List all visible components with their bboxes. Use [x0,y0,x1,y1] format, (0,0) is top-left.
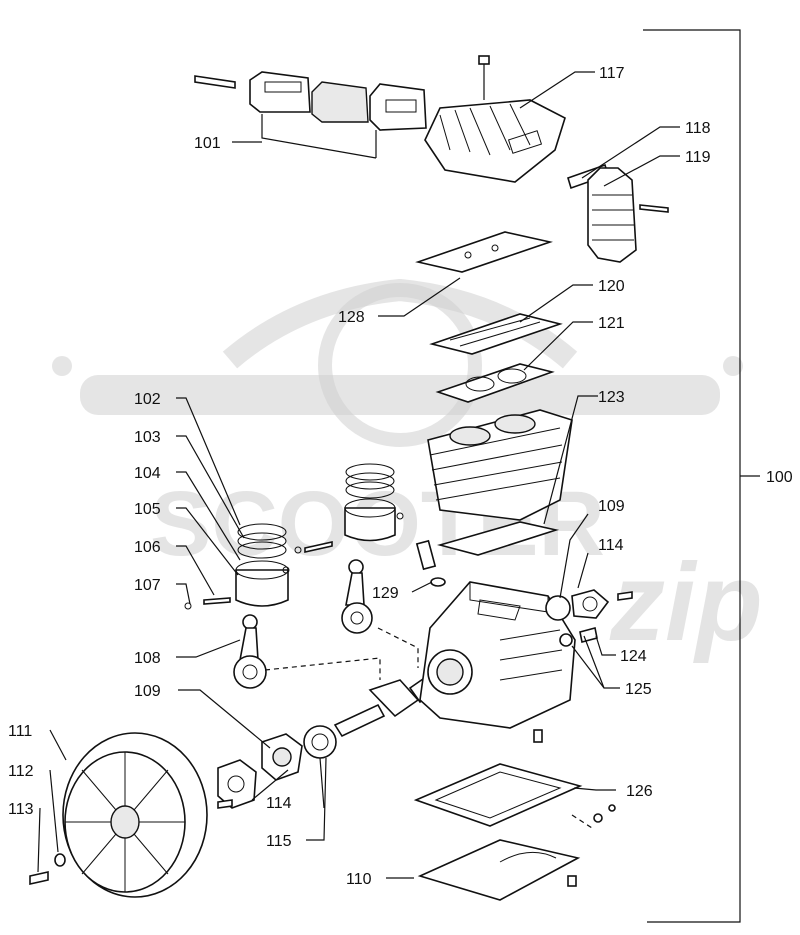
assembly-bracket [643,29,760,923]
air-filter-assembly [194,71,427,159]
callout-119: 119 [685,149,711,166]
callout-114-right: 114 [598,537,624,554]
callout-117: 117 [599,65,625,82]
callout-112: 112 [8,763,34,780]
breather-valve [415,539,446,587]
callout-123: 123 [598,389,625,406]
callout-128: 128 [338,309,365,326]
callout-109-left: 109 [134,683,161,700]
callout-110: 110 [346,871,372,888]
callout-121: 121 [598,315,625,332]
connecting-rod-left [233,614,267,689]
callout-104: 104 [134,465,161,482]
piston-assembly-left [184,523,290,610]
callout-111: 111 [8,723,32,740]
bearing-assembly-right [545,589,633,647]
leader-lines [37,71,680,879]
callout-124: 124 [620,648,647,665]
callout-101: 101 [194,135,221,152]
callout-129: 129 [372,585,399,602]
crankcase [419,581,576,729]
callout-125: 125 [625,681,652,698]
watermark-script-text: zip [609,541,763,664]
callout-126: 126 [626,783,653,800]
piston-assembly-right [294,463,404,554]
callout-114-left: 114 [266,795,292,812]
callout-103: 103 [134,429,161,446]
callout-118: 118 [685,120,711,137]
intercooler-assembly [567,163,669,263]
callout-102: 102 [134,391,161,408]
callout-109-right: 109 [598,498,625,515]
callout-108: 108 [134,650,161,667]
cylinder-head [424,55,566,183]
callout-115: 115 [266,833,292,850]
callout-113: 113 [8,801,34,818]
connecting-rod-right [341,559,373,634]
callout-105: 105 [134,501,161,518]
callout-100: 100 [766,469,793,486]
base-gasket-and-plate [413,729,616,901]
callout-labels: 100 101 102 103 104 105 106 107 108 109 … [8,65,793,888]
callout-120: 120 [598,278,625,295]
bearing-assembly-left [217,725,337,809]
flywheel [29,732,208,898]
valve-plate-stack [415,231,563,403]
cylinder-block [427,409,573,556]
callout-106: 106 [134,539,161,556]
callout-107: 107 [134,577,161,594]
